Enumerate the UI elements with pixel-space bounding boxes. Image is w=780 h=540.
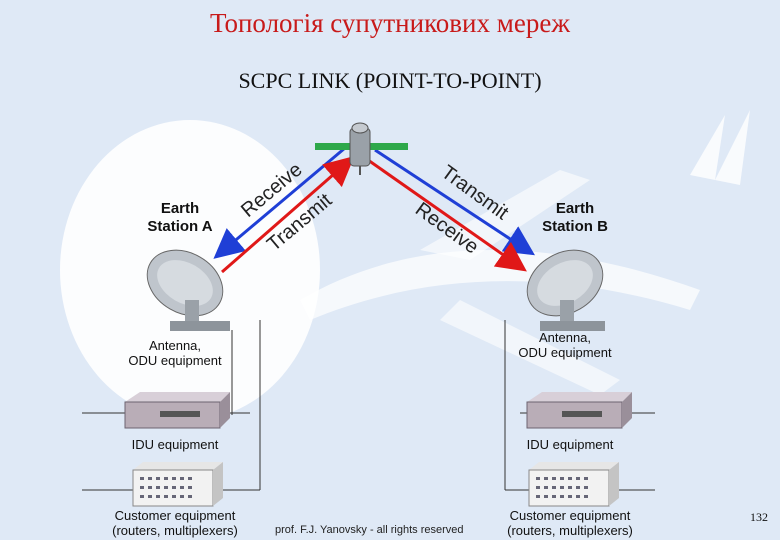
satellite-icon — [315, 122, 408, 175]
antenna-a-label-line2: ODU equipment — [128, 353, 222, 368]
station-a-name-line1: Earth — [160, 200, 200, 217]
antenna-b-label-line2: ODU equipment — [518, 345, 612, 360]
customer-a-label: Customer equipment (routers, multiplexer… — [100, 508, 250, 538]
customer-b-label-line2: (routers, multiplexers) — [507, 523, 633, 538]
customer-a-label-line2: (routers, multiplexers) — [112, 523, 238, 538]
customer-equipment-b-icon — [528, 462, 619, 507]
antenna-a-label-line1: Antenna, — [148, 338, 202, 353]
station-b-name-line1: Earth — [555, 200, 595, 217]
customer-b-label-line1: Customer equipment — [509, 508, 631, 523]
antenna-b-icon — [526, 249, 605, 331]
antenna-b-label: Antenna, ODU equipment — [500, 330, 630, 360]
station-b-name-line2: Station B — [542, 218, 608, 235]
idu-b-label: IDU equipment — [526, 437, 614, 452]
station-a-label: Earth Station A — [130, 200, 230, 236]
footer-credit: prof. F.J. Yanovsky - all rights reserve… — [275, 524, 464, 536]
page-title: Топологія супутникових мереж — [210, 8, 570, 38]
link-b-transmit — [374, 148, 536, 256]
customer-a-label-line1: Customer equipment — [114, 508, 236, 523]
station-a-name-line2: Station A — [147, 218, 213, 235]
link-a-transmit — [221, 156, 355, 274]
idu-b-icon — [526, 392, 632, 429]
antenna-a-icon — [146, 249, 230, 331]
idu-a-icon — [124, 392, 230, 429]
customer-equipment-a-icon — [132, 462, 223, 507]
station-b-label: Earth Station B — [520, 200, 630, 236]
page-number: 132 — [750, 510, 768, 524]
antenna-a-label: Antenna, ODU equipment — [110, 338, 240, 368]
idu-a-label: IDU equipment — [131, 437, 219, 452]
antenna-b-label-line1: Antenna, — [538, 330, 592, 345]
page-subtitle: SCPC LINK (POINT-TO-POINT) — [238, 68, 542, 93]
customer-b-label: Customer equipment (routers, multiplexer… — [495, 508, 645, 538]
link-b-receive — [367, 158, 527, 272]
